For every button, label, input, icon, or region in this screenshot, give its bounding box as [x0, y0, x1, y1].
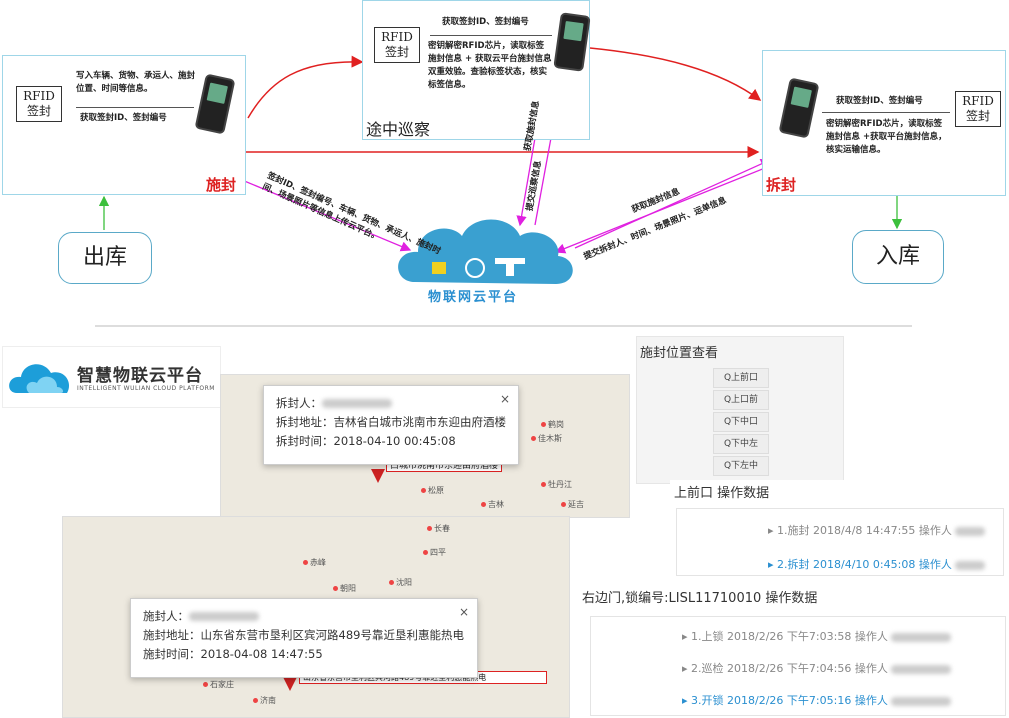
map-city: 长春	[427, 523, 450, 534]
ops-bottom-title: 右边门,锁编号:LISL11710010 操作数据	[582, 591, 818, 606]
position-button[interactable]: Q上口前	[713, 390, 769, 410]
ops-top-list	[676, 508, 1004, 576]
ops-top-row[interactable]: ▸ 1.施封 2018/4/8 14:47:55 操作人	[768, 522, 986, 538]
left-read-text: 获取签封ID、签封编号	[80, 113, 167, 123]
close-icon[interactable]: ×	[499, 392, 510, 406]
top-desc-text: 密钥解密RFID芯片，读取标签施封信息 + 获取云平台施封信息双重效验。查验标签…	[428, 41, 552, 90]
map-city: 石家庄	[203, 679, 234, 690]
cloud-icon	[398, 219, 573, 284]
map-city: 牡丹江	[541, 479, 572, 490]
position-button[interactable]: Q下中口	[713, 412, 769, 432]
ops-bottom-row[interactable]: ▸ 3.开锁 2018/2/26 下午7:05:16 操作人	[682, 692, 952, 708]
close-icon[interactable]: ×	[458, 605, 469, 619]
map-city: 沈阳	[389, 577, 412, 588]
rfid-tag-right: RFID 签封	[955, 91, 1001, 127]
rfid-tag-left: RFID 签封	[16, 86, 62, 122]
rfid-tag-top: RFID 签封	[374, 27, 420, 63]
map-city: 鹤岗	[541, 419, 564, 430]
ops-top-title: 上前口 操作数据	[674, 486, 770, 501]
platform-logo: 智慧物联云平台 INTELLIGENT WULIAN CLOUD PLATFOR…	[2, 346, 221, 408]
popup-time: 拆封时间：2018-04-10 00:45:08	[276, 434, 456, 448]
map-city: 延吉	[561, 499, 584, 510]
right-read-text: 获取签封ID、签封编号	[836, 96, 923, 106]
rfid-sub: 签封	[384, 45, 409, 59]
popup-address: 施封地址：山东省东营市垦利区宾河路489号靠近垦利惠能热电	[143, 628, 464, 642]
rfid-sub: 签封	[26, 104, 51, 118]
stage-seal: 施封	[206, 176, 237, 194]
stage-patrol: 途中巡察	[366, 120, 431, 139]
popup-person: 施封人：	[143, 607, 465, 626]
out-warehouse: 出库	[58, 232, 152, 284]
right-desc-text: 密钥解密RFID芯片，读取标签施封信息 +获取平台施封信息，核实运输信息。	[826, 119, 947, 155]
map-city: 四平	[423, 547, 446, 558]
arrow-patrol-to-unseal	[589, 47, 762, 101]
position-panel-title: 施封位置查看	[640, 346, 719, 361]
ops-bottom-row[interactable]: ▸ 1.上锁 2018/2/26 下午7:03:58 操作人	[682, 628, 952, 644]
in-warehouse: 入库	[852, 230, 944, 284]
left-write-text: 写入车辆、货物、承运人、施封位置、时间等信息。	[76, 71, 196, 94]
map-city: 松原	[421, 485, 444, 496]
top-double-arrow	[430, 35, 552, 36]
map-city: 赤峰	[303, 557, 326, 568]
platform-name: 智慧物联云平台	[77, 366, 203, 386]
top-read-text: 获取签封ID、签封编号	[442, 17, 529, 27]
ops-bottom-row[interactable]: ▸ 2.巡检 2018/2/26 下午7:04:56 操作人	[682, 660, 952, 676]
flow-arrows	[95, 47, 912, 327]
map-pin-icon	[283, 677, 297, 691]
arrow-unseal-up	[574, 159, 772, 249]
arrow-seal-to-patrol	[247, 55, 364, 119]
position-button[interactable]: Q下左中	[713, 456, 769, 476]
right-double-arrow	[822, 112, 950, 113]
patrol-box	[362, 0, 590, 140]
platform-name-en: INTELLIGENT WULIAN CLOUD PLATFORM	[77, 385, 215, 392]
popup-address: 拆封地址：吉林省白城市洮南市东迎由府酒楼	[276, 415, 506, 429]
stage-unseal: 拆封	[766, 176, 797, 194]
map-pin-icon	[371, 469, 385, 483]
map-city: 济南	[253, 695, 276, 706]
popup-unseal-info: 拆封人： 拆封地址：吉林省白城市洮南市东迎由府酒楼 拆封时间：2018-04-1…	[263, 385, 519, 465]
popup-seal-info: 施封人： 施封地址：山东省东营市垦利区宾河路489号靠近垦利惠能热电 施封时间：…	[130, 598, 478, 678]
map-city: 朝阳	[333, 583, 356, 594]
rfid-label: RFID	[962, 94, 994, 108]
rfid-label: RFID	[381, 30, 413, 44]
popup-time: 施封时间：2018-04-08 14:47:55	[143, 647, 323, 661]
rfid-sub: 签封	[965, 109, 990, 123]
position-button[interactable]: Q下中左	[713, 434, 769, 454]
left-double-arrow	[76, 107, 194, 108]
map-city: 吉林	[481, 499, 504, 510]
rfid-label: RFID	[23, 89, 55, 103]
map-city: 佳木斯	[531, 433, 562, 444]
cloud-logo-icon	[9, 364, 70, 393]
cloud-platform-name: 物联网云平台	[428, 290, 519, 305]
popup-person: 拆封人：	[276, 394, 506, 413]
arrow-seal-to-cloud	[229, 174, 412, 252]
position-button[interactable]: Q上前口	[713, 368, 769, 388]
ops-top-row[interactable]: ▸ 2.拆封 2018/4/10 0:45:08 操作人	[768, 556, 986, 572]
